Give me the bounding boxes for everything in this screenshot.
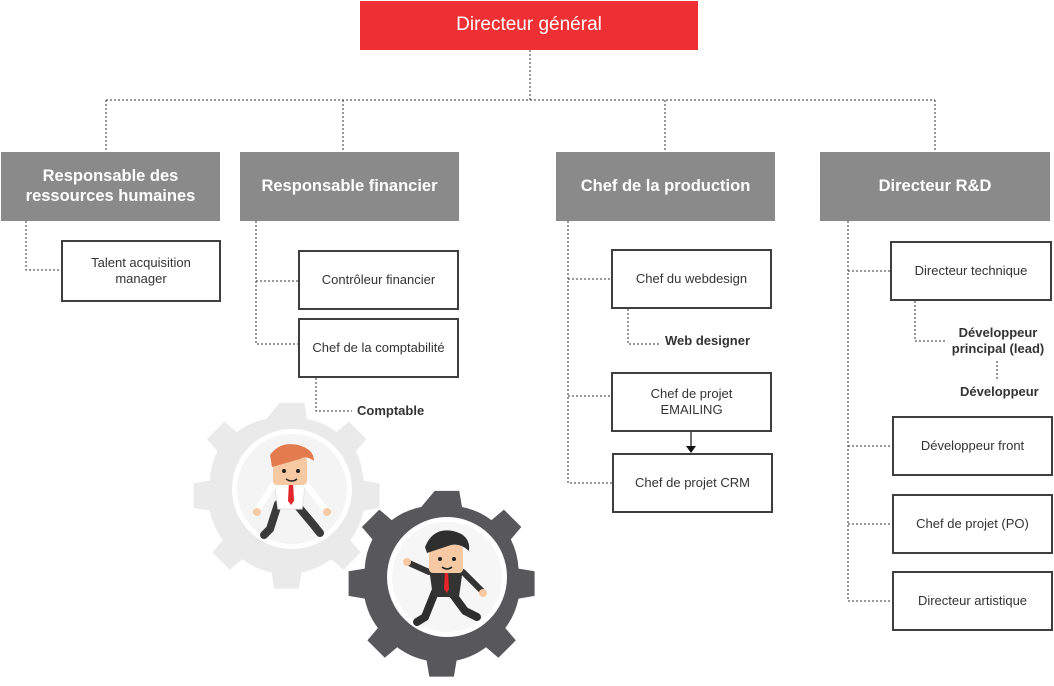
role-talent-acquisition: Talent acquisition manager	[61, 240, 221, 302]
running-businessman-icon	[253, 444, 331, 539]
role-technical-director: Directeur technique	[890, 241, 1052, 301]
role-crm-pm: Chef de projet CRM	[612, 453, 773, 513]
root-node: Directeur général	[360, 1, 698, 50]
department-finance: Responsable financier	[240, 152, 459, 221]
role-front-developer: Développeur front	[892, 416, 1053, 476]
department-hr: Responsable des ressources humaines	[1, 152, 220, 221]
running-businessman-icon	[403, 530, 487, 626]
role-accounting-head: Chef de la comptabilité	[298, 318, 459, 378]
department-production: Chef de la production	[556, 152, 775, 221]
light-gear-illustration	[193, 402, 380, 589]
role-product-owner: Chef de projet (PO)	[892, 494, 1053, 554]
role-financial-controller: Contrôleur financier	[298, 250, 459, 310]
role-lead-developer: Développeur principal (lead)	[951, 325, 1045, 357]
role-accountant: Comptable	[357, 403, 425, 418]
role-web-designer: Web designer	[665, 333, 751, 348]
role-artistic-director: Directeur artistique	[892, 571, 1053, 631]
department-rnd: Directeur R&D	[820, 152, 1050, 221]
role-emailing-pm: Chef de projet EMAILING	[611, 372, 772, 432]
dark-gear-illustration	[348, 490, 535, 677]
role-webdesign-head: Chef du webdesign	[611, 249, 772, 309]
role-developer: Développeur	[960, 384, 1039, 399]
